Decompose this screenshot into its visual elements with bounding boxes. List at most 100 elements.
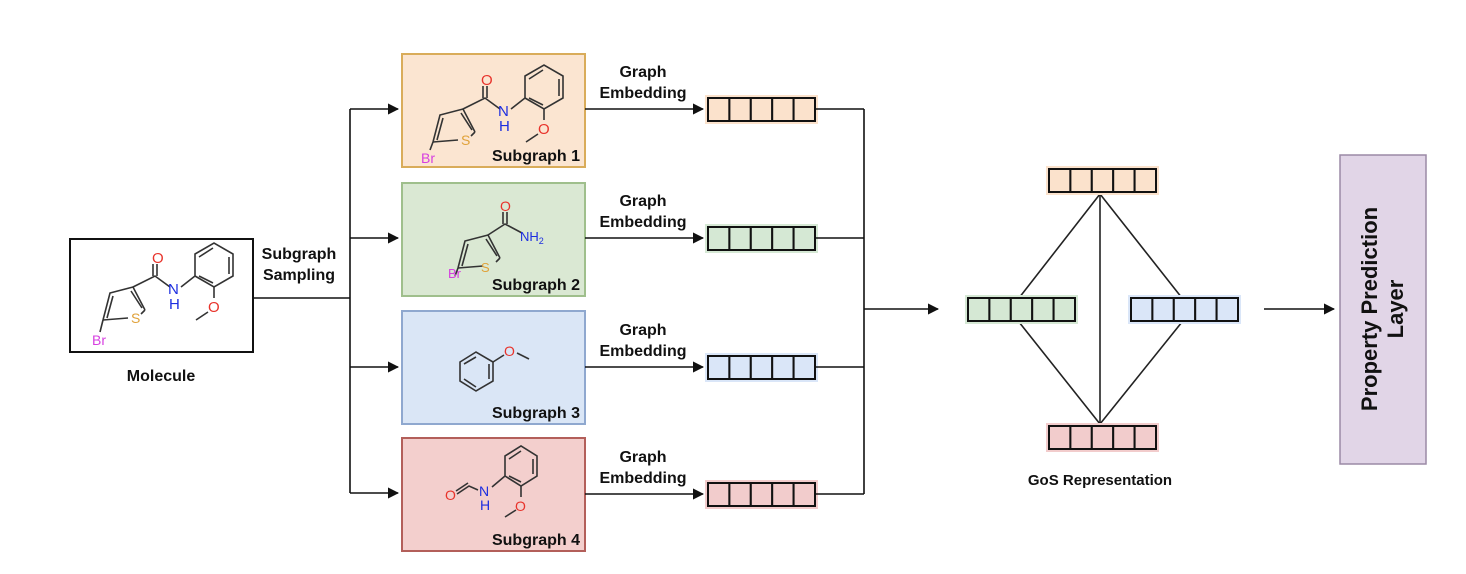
vector-cell [1172,297,1197,322]
vector-cell [1009,297,1034,322]
prediction-layer-label-line1: Property Prediction [1357,207,1382,411]
graph-embedding-label-line2: Embedding [599,470,686,487]
methoxy-oxygen-atom: O [538,121,550,138]
subgraph-2-structure: O NH2 S Br [448,198,544,281]
graph-embedding-label-line2: Embedding [599,85,686,102]
graph-embedding-label-line2: Embedding [599,343,686,360]
bromine-atom: Br [448,266,462,281]
gos-node-subgraph-1 [1046,166,1159,195]
vector-cell [749,226,774,251]
bromine-atom: Br [92,332,106,348]
vector-cell [771,355,795,380]
sulfur-atom: S [131,310,140,326]
vector-cell [792,226,816,251]
vector-cell [771,482,795,507]
vector-cell [792,482,816,507]
vector-cell [707,97,731,122]
vector-cell [1215,297,1239,322]
vector-cell [749,97,774,122]
embedding-vector-3 [705,353,818,382]
subgraph-1-structure: O N H S Br O [421,64,564,166]
vector-cell [1031,297,1055,322]
nitrogen-atom: N [168,281,179,298]
gos-edge-subgraph-3-subgraph-4 [1099,321,1183,425]
vector-cell [1069,425,1093,450]
sulfur-atom: S [461,132,470,148]
graph-embedding-label-line1: Graph [619,193,666,210]
vector-cell [728,355,752,380]
vector-cell [707,226,731,251]
vector-cell [1112,425,1136,450]
vector-cell [1048,425,1072,450]
vector-cell [1133,425,1157,450]
subgraph-2-node: Subgraph 2 [401,182,586,297]
subgraph-sampling-label-line1: Subgraph [262,246,337,263]
vector-cell [1090,168,1115,193]
graph-embedding-label-line1: Graph [619,322,666,339]
vector-cell [728,226,752,251]
graph-embedding-label-line1: Graph [619,449,666,466]
hydrogen-atom: H [169,296,180,313]
embedding-vector-2 [705,224,818,253]
subgraph-4-structure: O N H O [445,445,538,518]
property-prediction-layer: Property Prediction Layer [1339,154,1427,465]
graph-embedding-label-line2: Embedding [599,214,686,231]
vector-cell [1112,168,1136,193]
vector-cell [728,482,752,507]
vector-cell [1090,425,1115,450]
oxygen-atom: O [152,250,164,267]
nitrogen-atom: N [479,483,489,499]
vector-cell [1048,168,1072,193]
subgraph-3-structure: O [459,343,530,392]
vector-cell [988,297,1012,322]
subgraph-4-node: Subgraph 4 [401,437,586,552]
vector-cell [771,97,795,122]
oxygen-atom: O [481,72,493,89]
gos-representation-label: GoS Representation [1028,472,1172,489]
vector-cell [707,482,731,507]
gos-edge-subgraph-1-subgraph-3 [1099,193,1183,299]
gos-edges [1018,193,1183,425]
vector-cell [728,97,752,122]
vector-cell [707,355,731,380]
gos-node-subgraph-3 [1128,295,1241,324]
subgraph-1-node: Subgraph 1 [401,53,586,168]
molecule-node: O N H S Br O [69,238,254,353]
gos-node-subgraph-2 [965,295,1078,324]
vector-cell [1052,297,1076,322]
vector-cell [1069,168,1093,193]
prediction-layer-label-line2: Layer [1383,279,1408,338]
oxygen-atom: O [504,343,515,359]
gos-edge-subgraph-1-subgraph-2 [1018,193,1101,299]
methoxy-oxygen-atom: O [208,299,220,316]
amine-group: NH2 [520,229,544,246]
vector-cell [1151,297,1175,322]
vector-cell [967,297,991,322]
nitrogen-atom: N [498,103,509,120]
vector-cell [771,226,795,251]
subgraph-label: Subgraph 3 [492,405,580,422]
subgraph-sampling-label-line2: Sampling [263,267,335,284]
bromine-atom: Br [421,150,435,166]
carbonyl-oxygen-atom: O [445,487,456,503]
molecule-structure: O N H S Br O [92,242,234,348]
vector-cell [749,355,774,380]
merge-connectors [815,108,940,495]
subgraph-label: Subgraph 1 [492,148,580,165]
molecule-label: Molecule [127,368,196,385]
hydrogen-atom: H [480,497,490,513]
vector-cell [1194,297,1218,322]
subgraph-label: Subgraph 4 [492,532,580,549]
vector-cell [1133,168,1157,193]
sulfur-atom: S [481,260,490,275]
gos-node-subgraph-4 [1046,423,1159,452]
vector-cell [749,482,774,507]
hydrogen-atom: H [499,118,510,135]
subgraph-label: Subgraph 2 [492,277,580,294]
embedding-vector-4 [705,480,818,509]
oxygen-atom: O [500,198,511,214]
vector-cell [1130,297,1154,322]
vector-cell [792,97,816,122]
vector-cell [792,355,816,380]
